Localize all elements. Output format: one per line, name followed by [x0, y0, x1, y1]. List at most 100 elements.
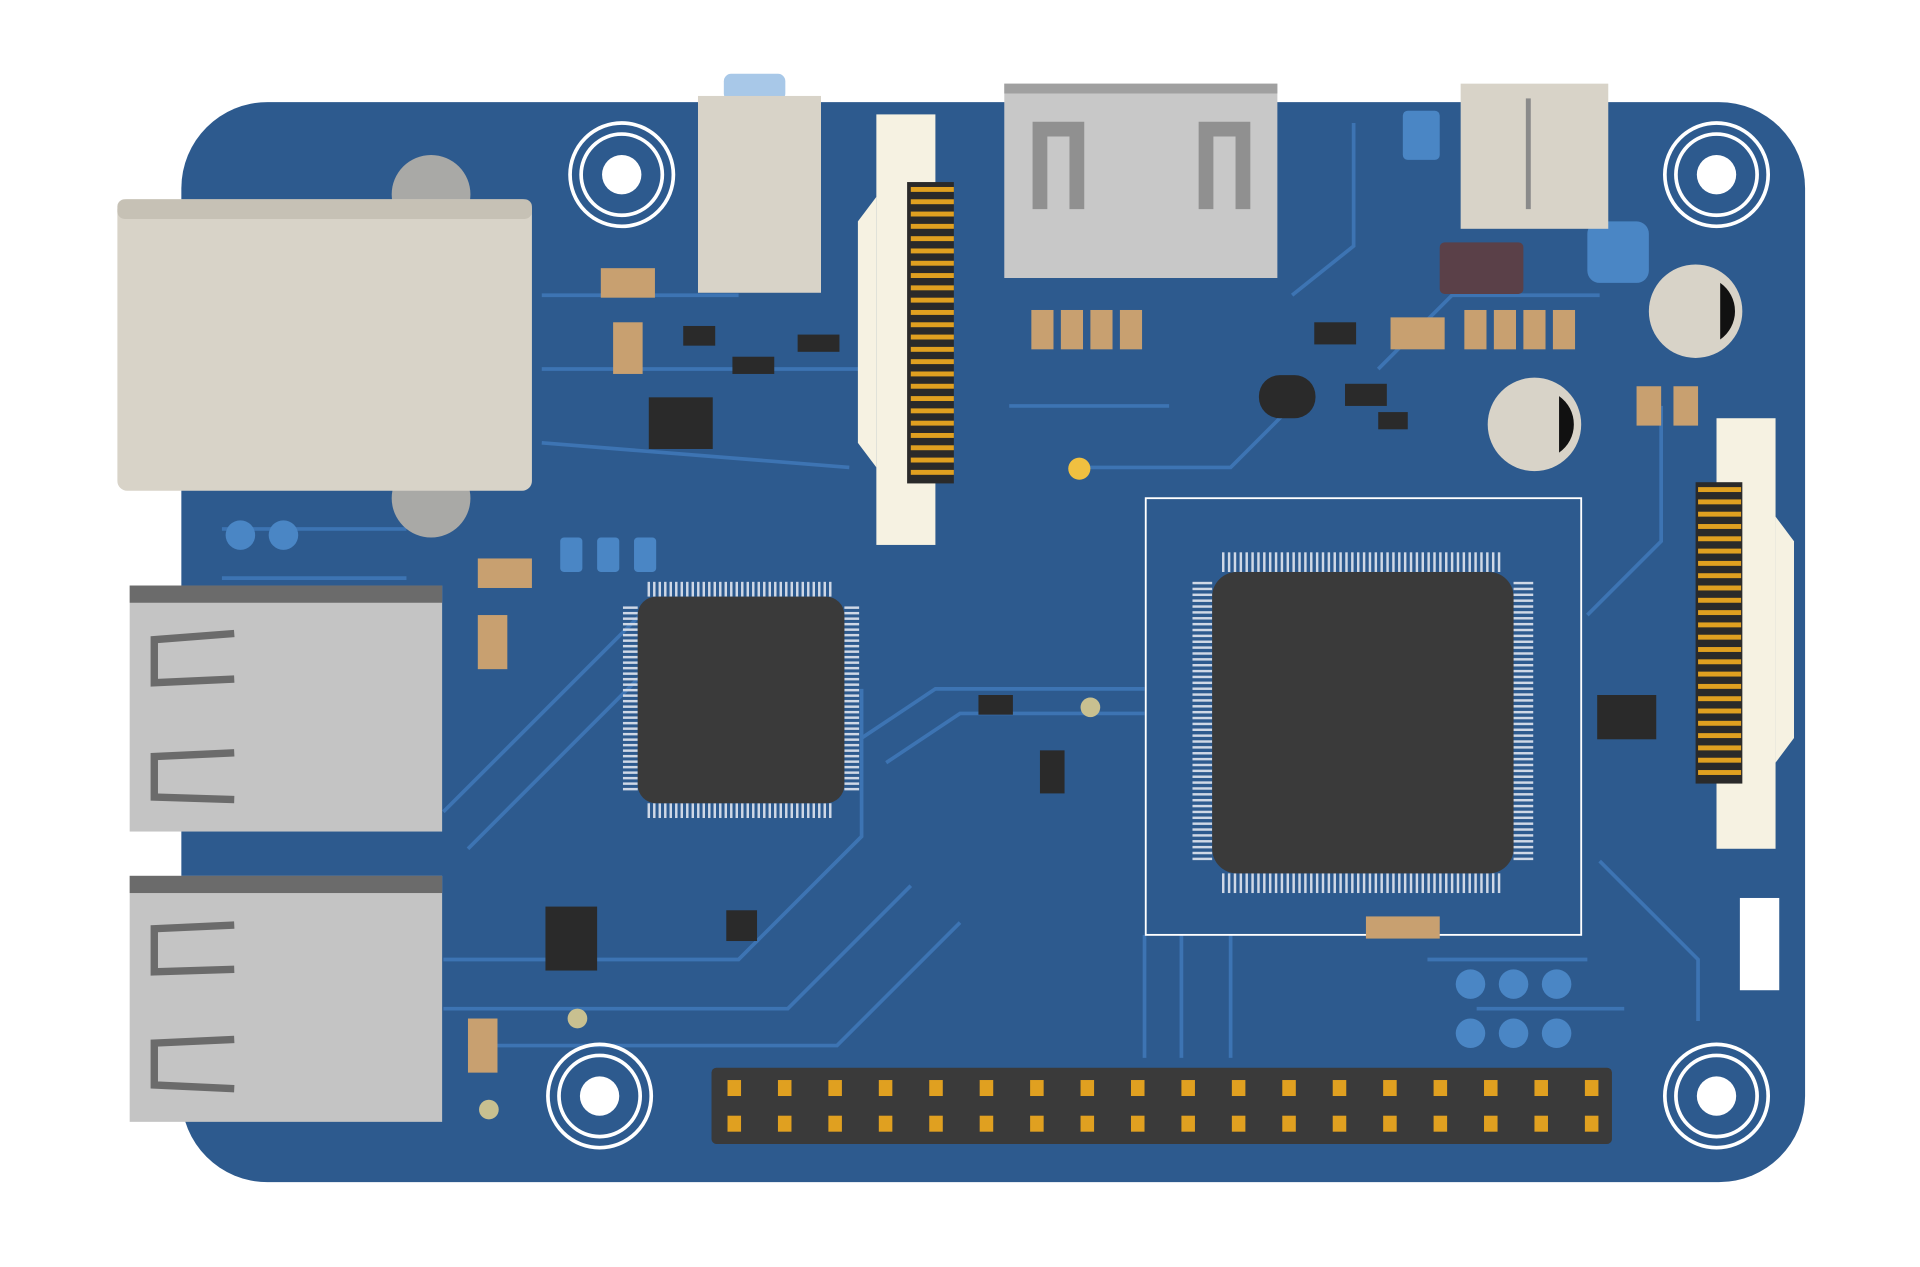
mounting-hole: [568, 121, 676, 229]
pin: [622, 688, 638, 692]
pin: [1192, 757, 1213, 761]
pin: [1698, 499, 1742, 505]
pin: [790, 803, 793, 819]
pin: [910, 420, 954, 426]
small-components: [545, 322, 1657, 971]
pin: [1513, 722, 1534, 726]
pin: [1513, 769, 1534, 773]
pin: [1192, 705, 1213, 708]
pin: [1513, 669, 1534, 673]
pin: [1513, 757, 1534, 761]
pin: [807, 803, 810, 819]
vias: [479, 457, 1101, 1120]
pin: [1427, 873, 1430, 894]
pin: [910, 371, 954, 377]
pin: [622, 749, 638, 752]
pin: [1356, 552, 1360, 572]
pin: [686, 581, 689, 597]
mounting-hole: [1696, 154, 1737, 195]
pin: [1513, 587, 1534, 591]
pin: [929, 1080, 943, 1097]
pin: [1513, 705, 1534, 708]
pin: [1374, 552, 1378, 572]
pin: [1192, 687, 1213, 690]
pin: [1698, 536, 1742, 542]
mounting-hole: [557, 1053, 643, 1139]
pin: [768, 581, 771, 597]
pin: [1181, 1080, 1195, 1097]
pin: [1513, 699, 1534, 702]
pin: [1513, 652, 1534, 655]
pin: [1345, 552, 1348, 572]
pin: [1484, 1080, 1498, 1097]
mounting-hole: [1663, 121, 1771, 229]
pin: [1192, 834, 1213, 837]
pin: [622, 655, 638, 659]
pin: [1374, 873, 1378, 894]
pin: [1698, 683, 1742, 689]
pin: [1368, 552, 1372, 572]
mounting-hole: [1663, 1042, 1771, 1150]
pin: [910, 334, 954, 340]
pin: [1513, 822, 1534, 825]
pin: [1333, 552, 1336, 572]
pin: [1192, 669, 1213, 673]
pin: [1192, 746, 1213, 749]
pin: [622, 787, 638, 791]
pin: [1698, 708, 1742, 714]
pin: [1192, 781, 1213, 784]
mounting-hole: [579, 1076, 620, 1116]
pin: [622, 716, 638, 719]
pin: [622, 732, 638, 736]
pin: [1227, 873, 1231, 894]
pin: [1445, 873, 1448, 894]
pin: [844, 716, 860, 719]
pin: [910, 248, 954, 254]
pin: [1380, 873, 1383, 894]
pin: [622, 628, 638, 631]
pin: [1468, 873, 1471, 894]
pin: [1462, 552, 1466, 572]
secondary-chip: [637, 596, 845, 804]
pin: [878, 1115, 893, 1132]
pin: [746, 581, 750, 597]
pin: [1192, 728, 1213, 732]
pin: [1513, 804, 1534, 808]
pin: [910, 186, 954, 192]
pin: [1698, 622, 1742, 628]
pin: [1497, 873, 1501, 894]
pin: [1497, 552, 1501, 572]
pin: [658, 803, 662, 819]
pin: [622, 754, 638, 758]
pin: [622, 606, 638, 609]
pin: [844, 650, 860, 653]
pin: [910, 297, 954, 303]
pin: [1392, 873, 1395, 894]
pin: [1698, 659, 1742, 665]
pin: [1304, 873, 1307, 894]
pin: [1362, 873, 1366, 894]
pin: [1030, 1115, 1044, 1132]
pin: [1251, 873, 1254, 894]
pin: [1698, 757, 1742, 763]
pin: [1513, 781, 1534, 784]
pin: [680, 803, 684, 819]
pin: [910, 445, 954, 451]
pin: [658, 581, 662, 597]
mounting-hole: [1674, 132, 1759, 218]
pin: [1292, 552, 1295, 572]
pin: [774, 581, 777, 597]
pin: [844, 677, 860, 681]
pin: [669, 803, 673, 819]
pin: [1333, 873, 1336, 894]
pin: [910, 273, 954, 279]
pin: [1450, 873, 1454, 894]
pin: [1345, 873, 1348, 894]
pin: [1192, 793, 1213, 796]
pin: [1513, 816, 1534, 820]
pin: [1486, 552, 1489, 572]
pin: [622, 672, 638, 675]
pin: [1192, 816, 1213, 820]
pin: [1513, 763, 1534, 767]
usb-port-2: [129, 875, 443, 1122]
